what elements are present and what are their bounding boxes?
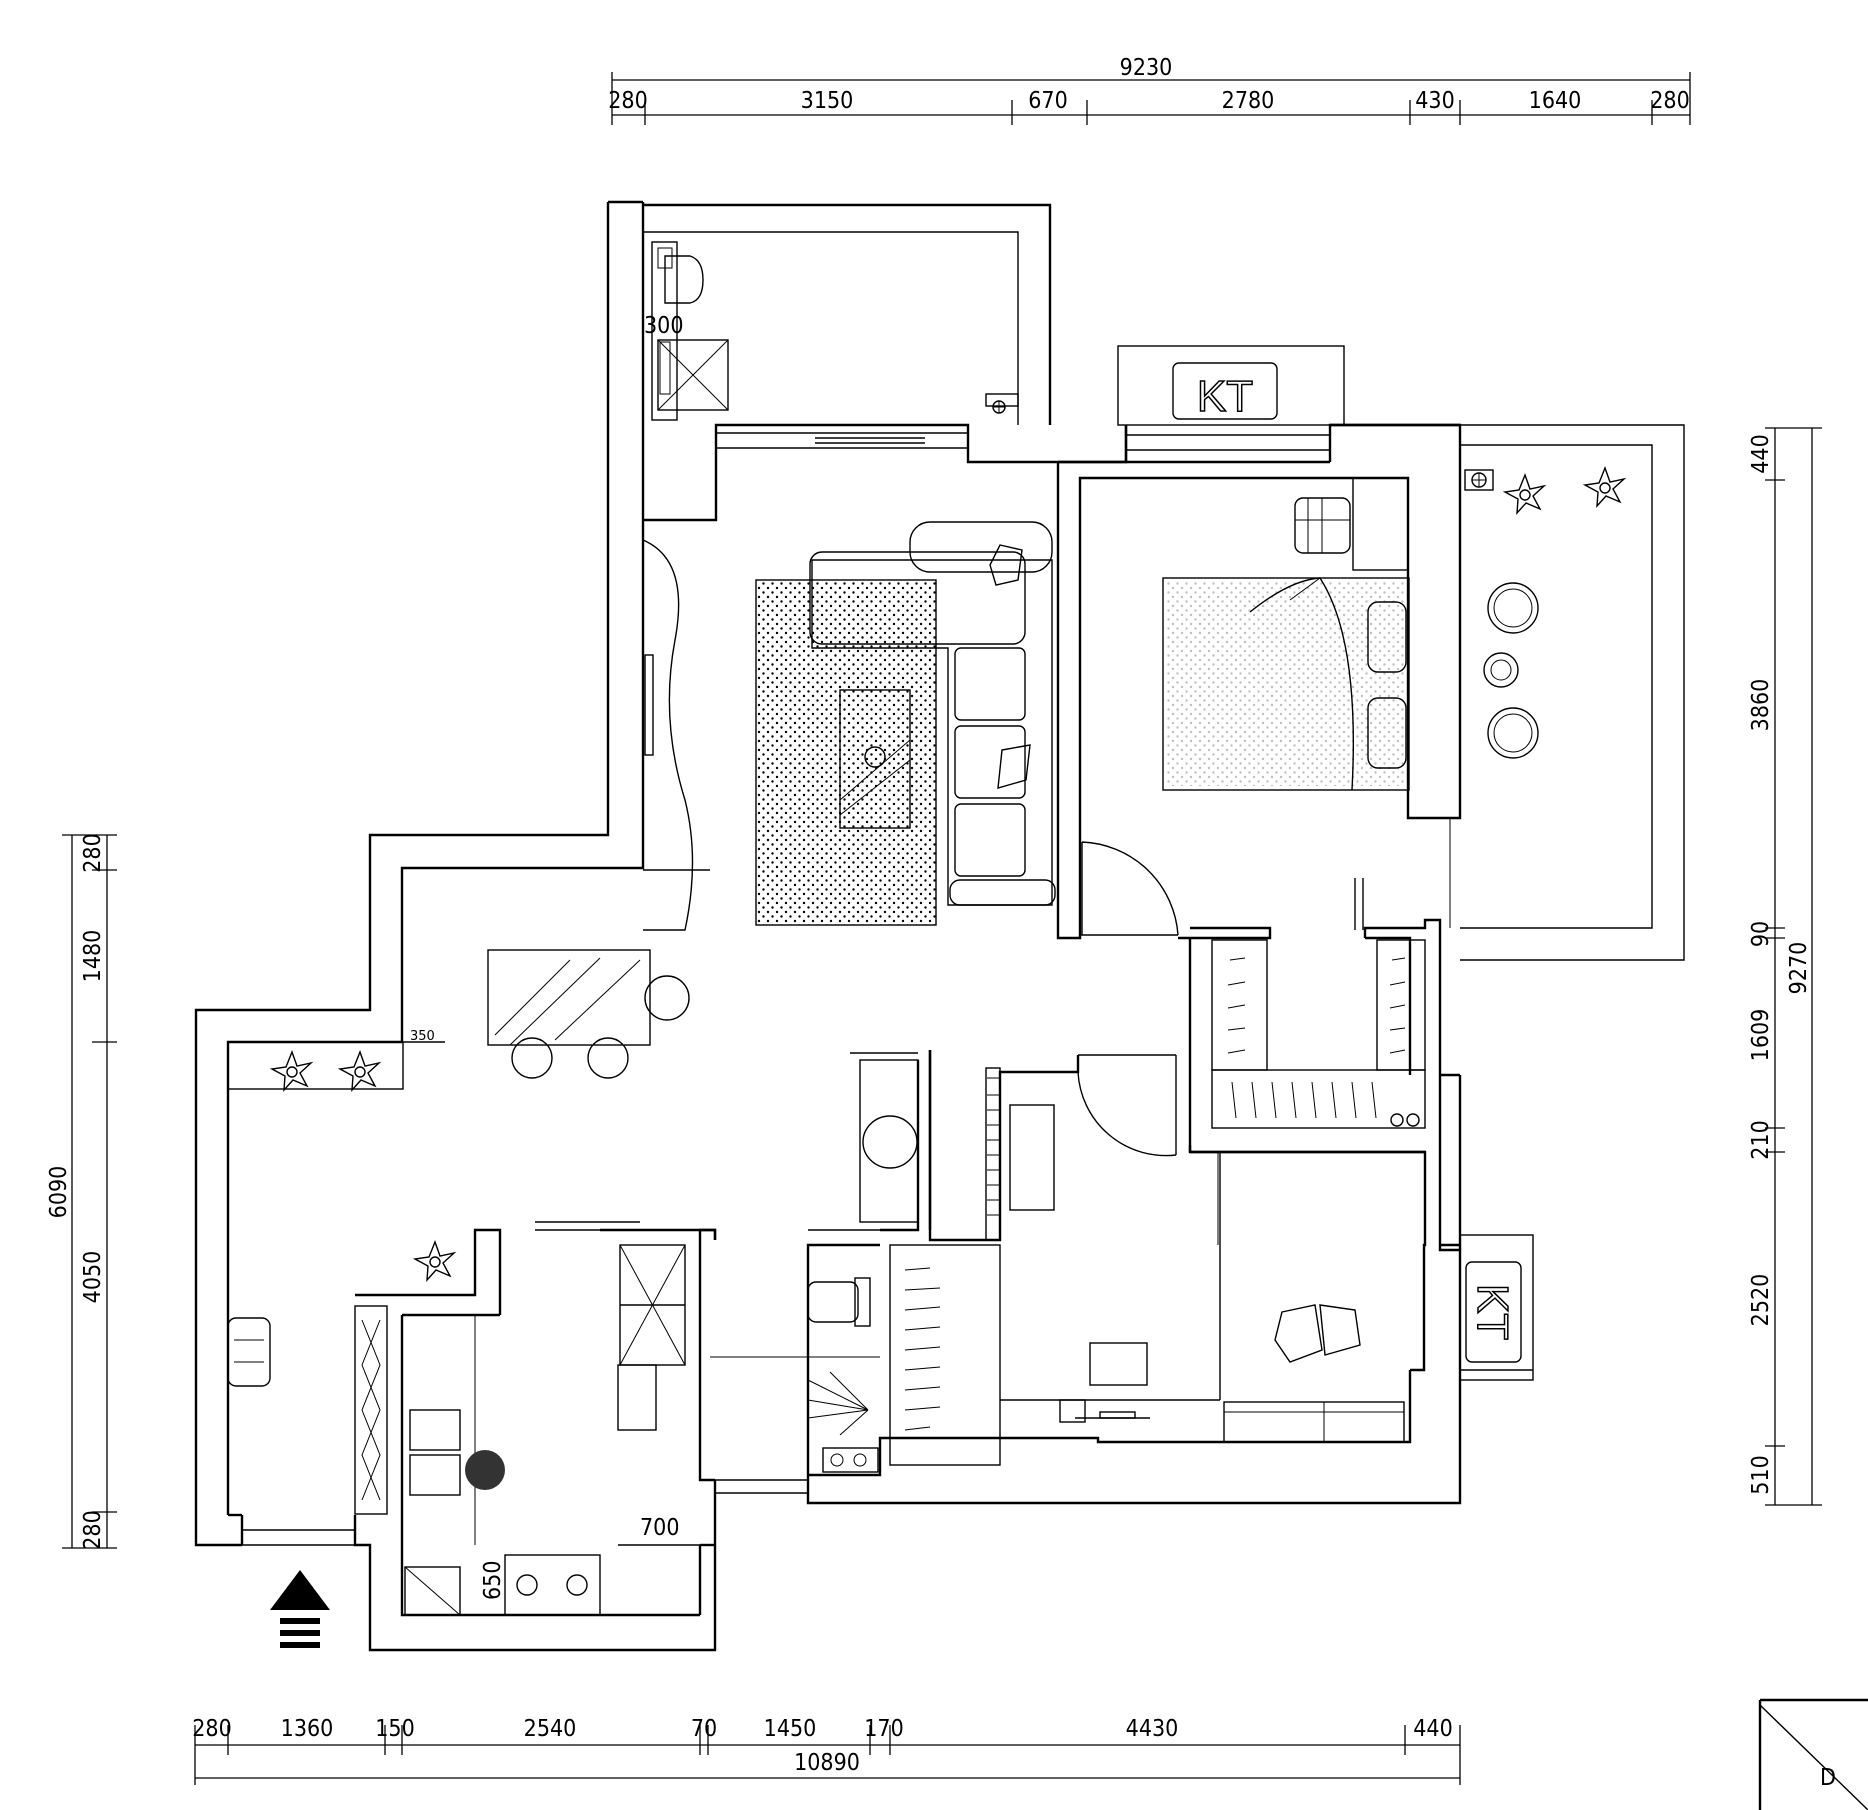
bottom-dimensions: 280 1360 150 2540 70 1450 170 4430 440 1… [192, 1716, 1461, 1785]
dim-top-4: 2780 [1222, 88, 1275, 114]
dim-right-7: 510 [1748, 1455, 1774, 1495]
dim-left-1: 280 [80, 833, 106, 873]
dim-top-total: 9230 [1120, 55, 1173, 81]
dim-top-1: 280 [608, 88, 648, 114]
balcony-depth-label: 300 [644, 313, 684, 339]
dim-right-6: 2520 [1748, 1274, 1774, 1327]
right-dimensions: 440 3860 90 1609 210 2520 510 9270 [1748, 427, 1822, 1506]
dim-right-4: 1609 [1748, 1009, 1774, 1062]
dim-bottom-4: 2540 [524, 1716, 577, 1742]
dim-right-1: 440 [1748, 434, 1774, 474]
ac-unit-top-label: KT [1197, 372, 1253, 421]
dim-bottom-8: 4430 [1126, 1716, 1179, 1742]
dim-right-total: 9270 [1786, 942, 1812, 995]
dim-bottom-9: 440 [1413, 1716, 1453, 1742]
dim-bottom-3: 150 [375, 1716, 415, 1742]
dim-top-3: 670 [1028, 88, 1068, 114]
top-ac-unit: KT [1117, 345, 1345, 451]
right-ac-unit: KT [1459, 1234, 1534, 1381]
second-bedroom [1223, 1243, 1460, 1443]
dim-bottom-total: 10890 [794, 1750, 860, 1776]
master-bedroom [1080, 477, 1410, 936]
walk-in-closet [1178, 918, 1442, 1245]
sliding-curtain [642, 539, 710, 931]
top-dimensions: 9230 280 3150 670 2780 430 1640 280 [608, 55, 1691, 125]
dim-top-2: 3150 [801, 88, 854, 114]
dim-left-total: 6090 [46, 1166, 72, 1219]
left-dimensions: 6090 280 1480 4050 280 [46, 833, 117, 1550]
counter-depth-label: 350 [410, 1029, 435, 1044]
right-balcony [1449, 424, 1685, 961]
dining-area: 350 [227, 949, 690, 1091]
dim-bottom-6: 1450 [764, 1716, 817, 1742]
corner-mark-label: D [1820, 1765, 1836, 1791]
dim-bottom-7: 170 [864, 1716, 904, 1742]
kitchen-width-label: 700 [640, 1515, 680, 1541]
dim-bottom-5: 70 [691, 1716, 717, 1742]
kitchen: 700 650 [355, 1221, 717, 1616]
dim-left-4: 280 [80, 1510, 106, 1550]
ac-unit-right-label: KT [1468, 1284, 1517, 1340]
dim-top-7: 280 [1650, 88, 1690, 114]
study-room [889, 1050, 1221, 1466]
kitchen-depth-label: 650 [480, 1561, 506, 1601]
dim-right-3: 90 [1748, 921, 1774, 947]
dim-top-5: 430 [1415, 88, 1455, 114]
bathroom [710, 1050, 932, 1475]
dim-bottom-1: 280 [192, 1716, 232, 1742]
dim-left-3: 4050 [80, 1251, 106, 1304]
dim-bottom-2: 1360 [281, 1716, 334, 1742]
dim-right-2: 3860 [1748, 679, 1774, 732]
entry-hall [227, 1305, 388, 1648]
dim-top-6: 1640 [1529, 88, 1582, 114]
top-balcony: 300 [643, 203, 1128, 522]
living-room [755, 521, 1056, 926]
dim-right-5: 210 [1748, 1120, 1774, 1160]
dim-left-2: 1480 [80, 930, 106, 983]
corner-mark: D [1758, 1698, 1868, 1810]
